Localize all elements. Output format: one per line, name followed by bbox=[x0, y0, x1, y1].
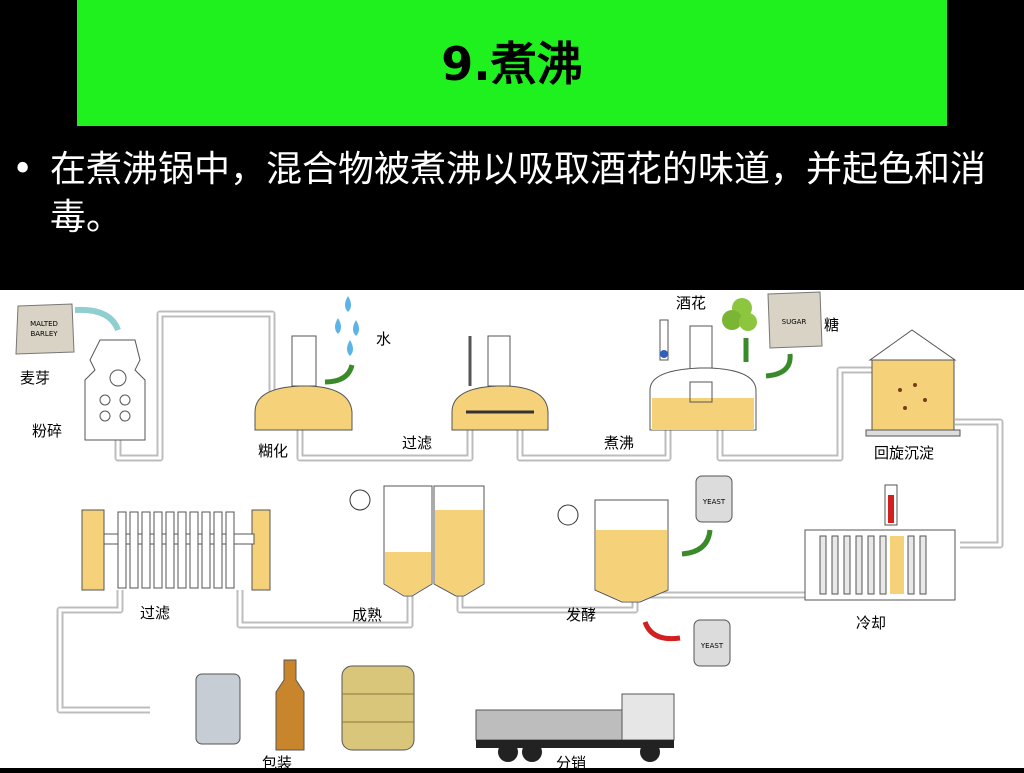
mill-icon bbox=[84, 339, 146, 441]
malt-arrow-icon bbox=[74, 306, 121, 332]
filter-press-icon bbox=[81, 509, 271, 591]
hops-icon bbox=[722, 298, 757, 331]
label-boil: 煮沸 bbox=[604, 434, 635, 452]
label-hops: 酒花 bbox=[676, 294, 707, 312]
brewing-process-diagram: MALTED BARLEY bbox=[0, 290, 1024, 772]
malt-bag-text-2: BARLEY bbox=[30, 330, 58, 338]
pipes bbox=[56, 310, 1004, 714]
yeast-in-arrow-icon bbox=[681, 529, 713, 557]
yeast-can-top-icon: YEAST bbox=[695, 475, 733, 523]
label-water: 水 bbox=[376, 330, 392, 348]
label-whirlpool: 回旋沉淀 bbox=[874, 444, 935, 462]
label-mature: 成熟 bbox=[352, 606, 383, 624]
title-banner: 9.煮沸 bbox=[77, 0, 947, 126]
process-svg: MALTED BARLEY bbox=[15, 291, 1004, 762]
label-filter2: 过滤 bbox=[140, 604, 171, 622]
sugar-bag-icon: SUGAR bbox=[767, 291, 823, 349]
boil-kettle-icon bbox=[649, 319, 757, 431]
whirlpool-icon bbox=[865, 329, 961, 437]
label-crush: 粉碎 bbox=[32, 422, 63, 440]
malt-bag-icon: MALTED BARLEY bbox=[15, 303, 75, 355]
delivery-truck-icon bbox=[475, 693, 675, 762]
yeast-text-top: YEAST bbox=[702, 498, 726, 506]
maturation-tanks-icon bbox=[349, 485, 485, 597]
label-sugar: 糖 bbox=[824, 316, 840, 334]
label-lauter: 过滤 bbox=[402, 434, 433, 452]
yeast-out-arrow-icon bbox=[642, 621, 681, 642]
yeast-can-bottom-icon: YEAST bbox=[693, 619, 731, 667]
keg-icon bbox=[341, 665, 415, 751]
label-package: 包装 bbox=[262, 754, 293, 772]
yeast-text-bottom: YEAST bbox=[700, 642, 724, 650]
beer-bottle-icon bbox=[275, 659, 305, 751]
label-cool: 冷却 bbox=[856, 614, 887, 632]
label-distribute: 分销 bbox=[556, 754, 587, 772]
label-ferment: 发酵 bbox=[566, 606, 597, 624]
bullet-text: 在煮沸锅中，混合物被煮沸以吸取酒花的味道，并起色和消毒。 bbox=[50, 149, 987, 238]
beer-can-icon bbox=[195, 673, 241, 745]
cooler-icon bbox=[804, 484, 956, 601]
sugar-arrow-icon bbox=[765, 353, 793, 379]
mash-tun-icon bbox=[254, 335, 353, 431]
sugar-bag-text: SUGAR bbox=[782, 318, 807, 326]
fermenter-icon bbox=[557, 499, 669, 603]
water-drops-icon bbox=[335, 296, 359, 356]
label-malt: 麦芽 bbox=[20, 369, 51, 387]
malt-bag-text-1: MALTED bbox=[30, 320, 58, 328]
lauter-tun-icon bbox=[451, 335, 549, 431]
slide-title: 9.煮沸 bbox=[441, 37, 583, 91]
water-arrow-icon bbox=[324, 364, 355, 385]
label-mash: 糊化 bbox=[258, 442, 289, 460]
bullet-dot: • bbox=[12, 149, 34, 190]
pipe-highlights bbox=[58, 312, 1002, 712]
